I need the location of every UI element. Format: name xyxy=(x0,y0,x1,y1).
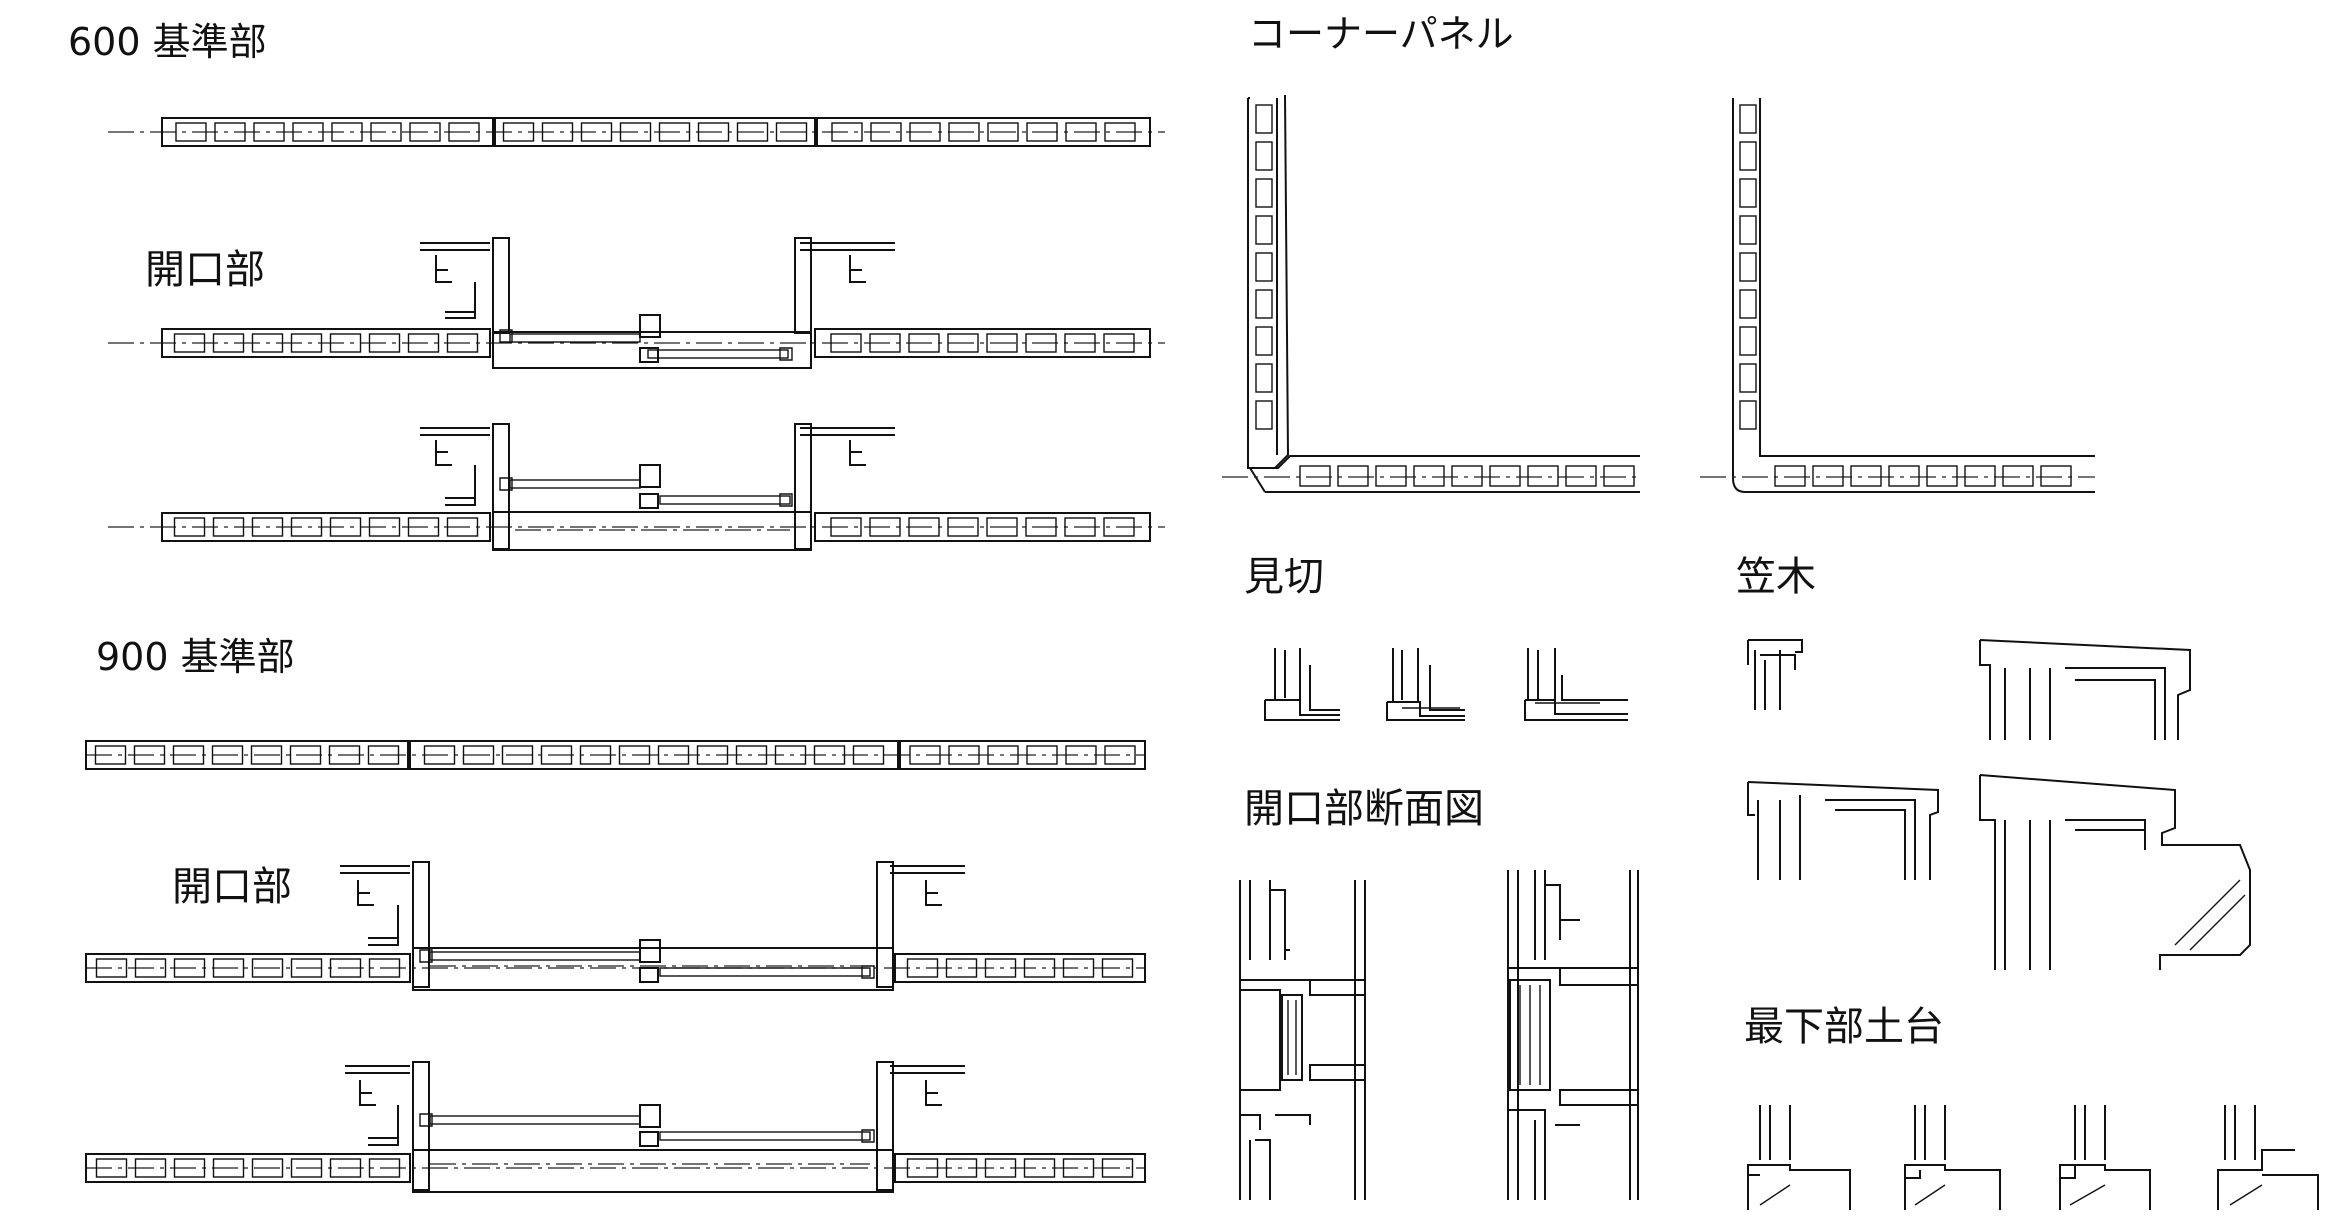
plan-600-opening-b xyxy=(108,512,1165,542)
label-900-standard: 900 基準部 xyxy=(96,635,295,679)
label-kasagi: 笠木 xyxy=(1736,554,1816,600)
mikiri-details xyxy=(1264,648,1628,721)
label-600-opening: 開口部 xyxy=(145,247,265,293)
base-details xyxy=(1747,1105,2319,1210)
opening-600-a xyxy=(420,237,895,369)
kasagi-details xyxy=(1747,639,2251,970)
plan-900-standard xyxy=(85,740,1146,770)
plan-600-standard xyxy=(108,117,1165,147)
opening-900-b xyxy=(345,1061,965,1193)
plan-900-opening-b xyxy=(85,1153,1146,1183)
label-base: 最下部土台 xyxy=(1744,1004,1944,1050)
label-900-opening: 開口部 xyxy=(172,864,292,910)
opening-section-right xyxy=(1507,870,1639,1200)
plan-rows xyxy=(85,117,1165,1183)
corner-cells xyxy=(1255,104,2072,487)
plan-600-opening-a xyxy=(108,328,1165,358)
label-opening-section: 開口部断面図 xyxy=(1244,786,1484,832)
corner-panels xyxy=(1222,94,2095,493)
plan-900-opening-a xyxy=(85,953,1146,983)
opening-section-left xyxy=(1239,880,1366,1200)
label-600-standard: 600 基準部 xyxy=(68,20,267,64)
opening-900-a xyxy=(340,861,965,991)
label-corner-panel: コーナーパネル xyxy=(1248,12,1514,56)
opening-600-b xyxy=(420,423,895,551)
label-mikiri: 見切 xyxy=(1244,554,1324,600)
